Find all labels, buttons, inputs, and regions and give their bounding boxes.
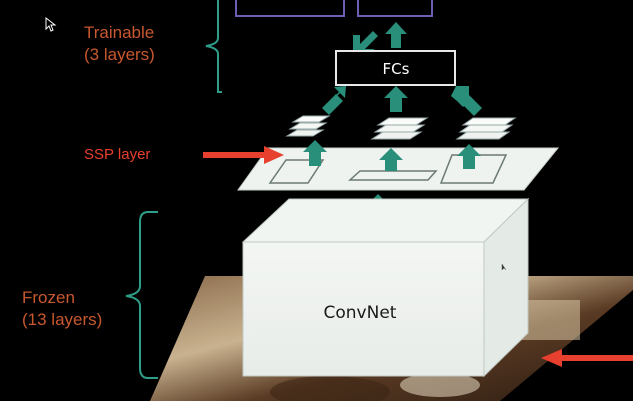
image-pointer-arrow — [541, 349, 633, 367]
cursor-dot-icon — [501, 263, 507, 271]
arrow-to-fcs-left — [322, 86, 346, 115]
trainable-label: Trainable (3 layers) — [84, 22, 155, 66]
fcs-label: FCs — [383, 60, 410, 78]
input-image-texture — [270, 300, 580, 401]
pooled-map-left — [285, 115, 331, 137]
trainable-label-line2: (3 layers) — [84, 45, 155, 64]
arrow-to-top-right — [385, 22, 407, 48]
frozen-label: Frozen (13 layers) — [22, 287, 102, 331]
arrow-ssp-left — [303, 140, 327, 166]
convnet-front-face — [242, 241, 485, 377]
fcs-box — [335, 50, 456, 86]
trainable-bracket — [205, 0, 222, 93]
top-box-left — [235, 0, 345, 17]
pooled-map-right — [455, 117, 517, 140]
convnet-top-face — [241, 198, 530, 243]
arrow-ssp-center — [379, 148, 403, 171]
pooled-map-center — [370, 117, 429, 140]
arrow-to-fcs-center — [384, 86, 408, 112]
arrow-ssp-right — [457, 144, 481, 169]
ssp-bin-center — [348, 170, 438, 181]
trainable-label-line1: Trainable — [84, 23, 155, 42]
ssp-layer-label: SSP layer — [84, 144, 150, 166]
arrow-to-fcs-right — [451, 86, 482, 116]
convnet-label: ConvNet — [324, 303, 397, 323]
ssp-bin-right — [439, 154, 508, 184]
frozen-label-line2: (13 layers) — [22, 310, 103, 329]
frozen-label-line1: Frozen — [22, 288, 75, 307]
frozen-bracket — [125, 211, 158, 379]
top-box-right — [357, 0, 433, 17]
arrow-cursor-icon — [45, 16, 57, 32]
arrow-to-top-left — [353, 31, 378, 56]
ssp-pointer-arrow — [203, 146, 284, 164]
ssp-layer-label-text: SSP layer — [84, 146, 151, 163]
